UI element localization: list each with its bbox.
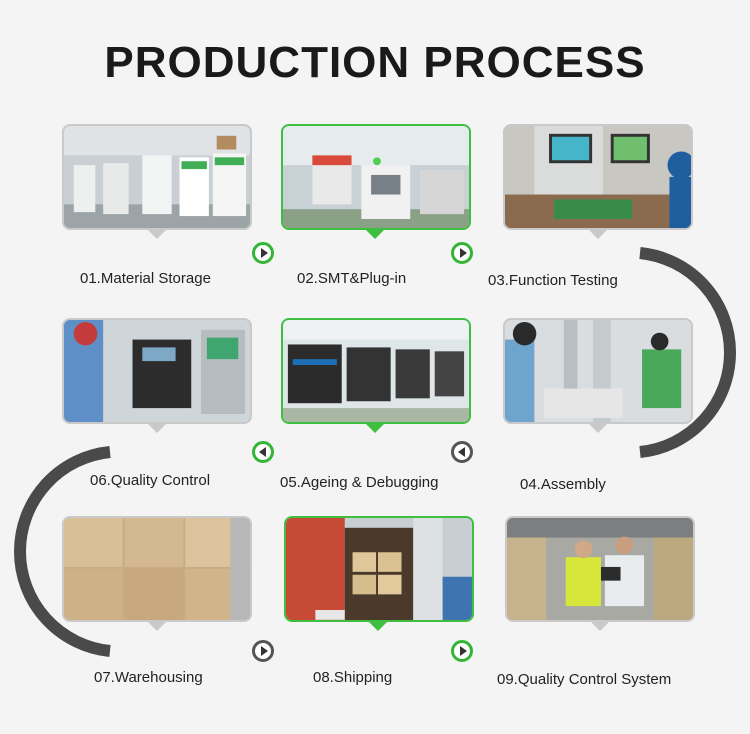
step-label: 06.Quality Control <box>90 472 211 489</box>
play-arrow-icon <box>451 242 473 264</box>
play-arrow-icon <box>252 441 274 463</box>
photo-ageing-debugging <box>281 318 471 424</box>
step-label: 07.Warehousing <box>94 669 203 686</box>
pointer <box>591 622 609 631</box>
pointer <box>148 622 166 631</box>
play-arrow-icon <box>252 640 274 662</box>
photo-material-storage <box>62 124 252 230</box>
play-arrow-icon <box>451 441 473 463</box>
pointer <box>148 424 166 433</box>
step-label: 03.Function Testing <box>488 272 618 289</box>
pointer <box>589 230 607 239</box>
photo-assembly <box>503 318 693 424</box>
step-label: 04.Assembly <box>520 476 606 493</box>
step-label: 01.Material Storage <box>80 270 211 287</box>
play-arrow-icon <box>451 640 473 662</box>
step-label: 09.Quality Control System <box>497 671 672 688</box>
pointer <box>148 230 166 239</box>
pointer <box>589 424 607 433</box>
photo-shipping <box>284 516 474 622</box>
step-label: 05.Ageing & Debugging <box>280 474 439 491</box>
pointer <box>369 622 387 631</box>
photo-smt-plugin <box>281 124 471 230</box>
photo-function-testing <box>503 124 693 230</box>
pointer <box>366 424 384 433</box>
step-label: 08.Shipping <box>313 669 393 686</box>
photo-quality-control <box>62 318 252 424</box>
photo-quality-control-system <box>505 516 695 622</box>
page-title: PRODUCTION PROCESS <box>104 38 646 87</box>
pointer <box>366 230 384 239</box>
step-label: 02.SMT&Plug-in <box>297 270 407 287</box>
play-arrow-icon <box>252 242 274 264</box>
photo-warehousing <box>62 516 252 622</box>
